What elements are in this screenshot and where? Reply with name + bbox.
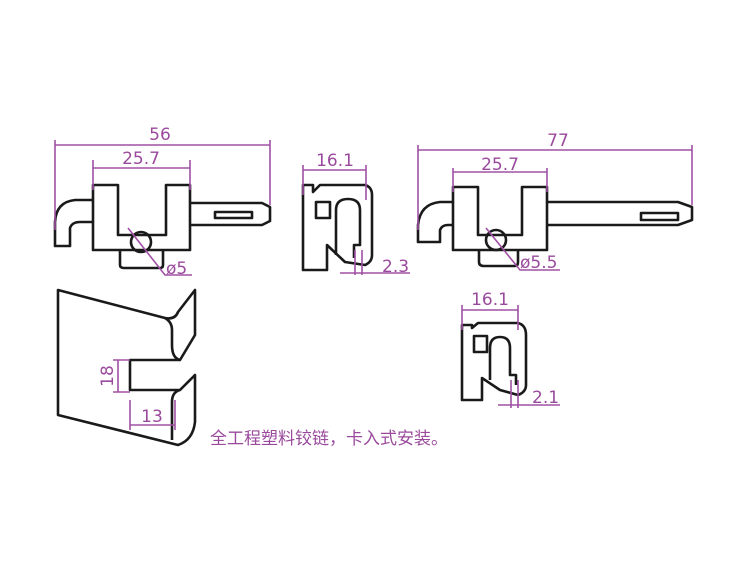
dim-16-1-small: 16.1 (316, 151, 354, 171)
hinge-large-side-view: 16.1 2.1 (460, 290, 560, 408)
dim-13: 13 (141, 407, 163, 427)
dim-2-1: 2.1 (532, 388, 559, 408)
hinge-small-side-view: 16.1 2.3 (301, 151, 410, 277)
hinge-large-front-view: 77 25.7 ø5.5 (416, 131, 694, 273)
dim-25-7-small: 25.7 (122, 149, 160, 169)
hinge-small-front-view: 56 25.7 ø5 (53, 125, 272, 279)
dim-2-3: 2.3 (382, 257, 409, 277)
dim-hole-5-5: ø5.5 (520, 253, 557, 273)
dim-56: 56 (149, 125, 171, 145)
caption: 全工程塑料铰链，卡入式安装。 (210, 429, 448, 449)
dim-hole-5: ø5 (166, 259, 187, 279)
dim-77: 77 (547, 131, 569, 151)
dim-18: 18 (98, 365, 118, 387)
dim-16-1-large: 16.1 (471, 290, 509, 310)
dim-25-7-large: 25.7 (481, 155, 519, 175)
mounting-plate-view: 18 13 (56, 288, 197, 447)
